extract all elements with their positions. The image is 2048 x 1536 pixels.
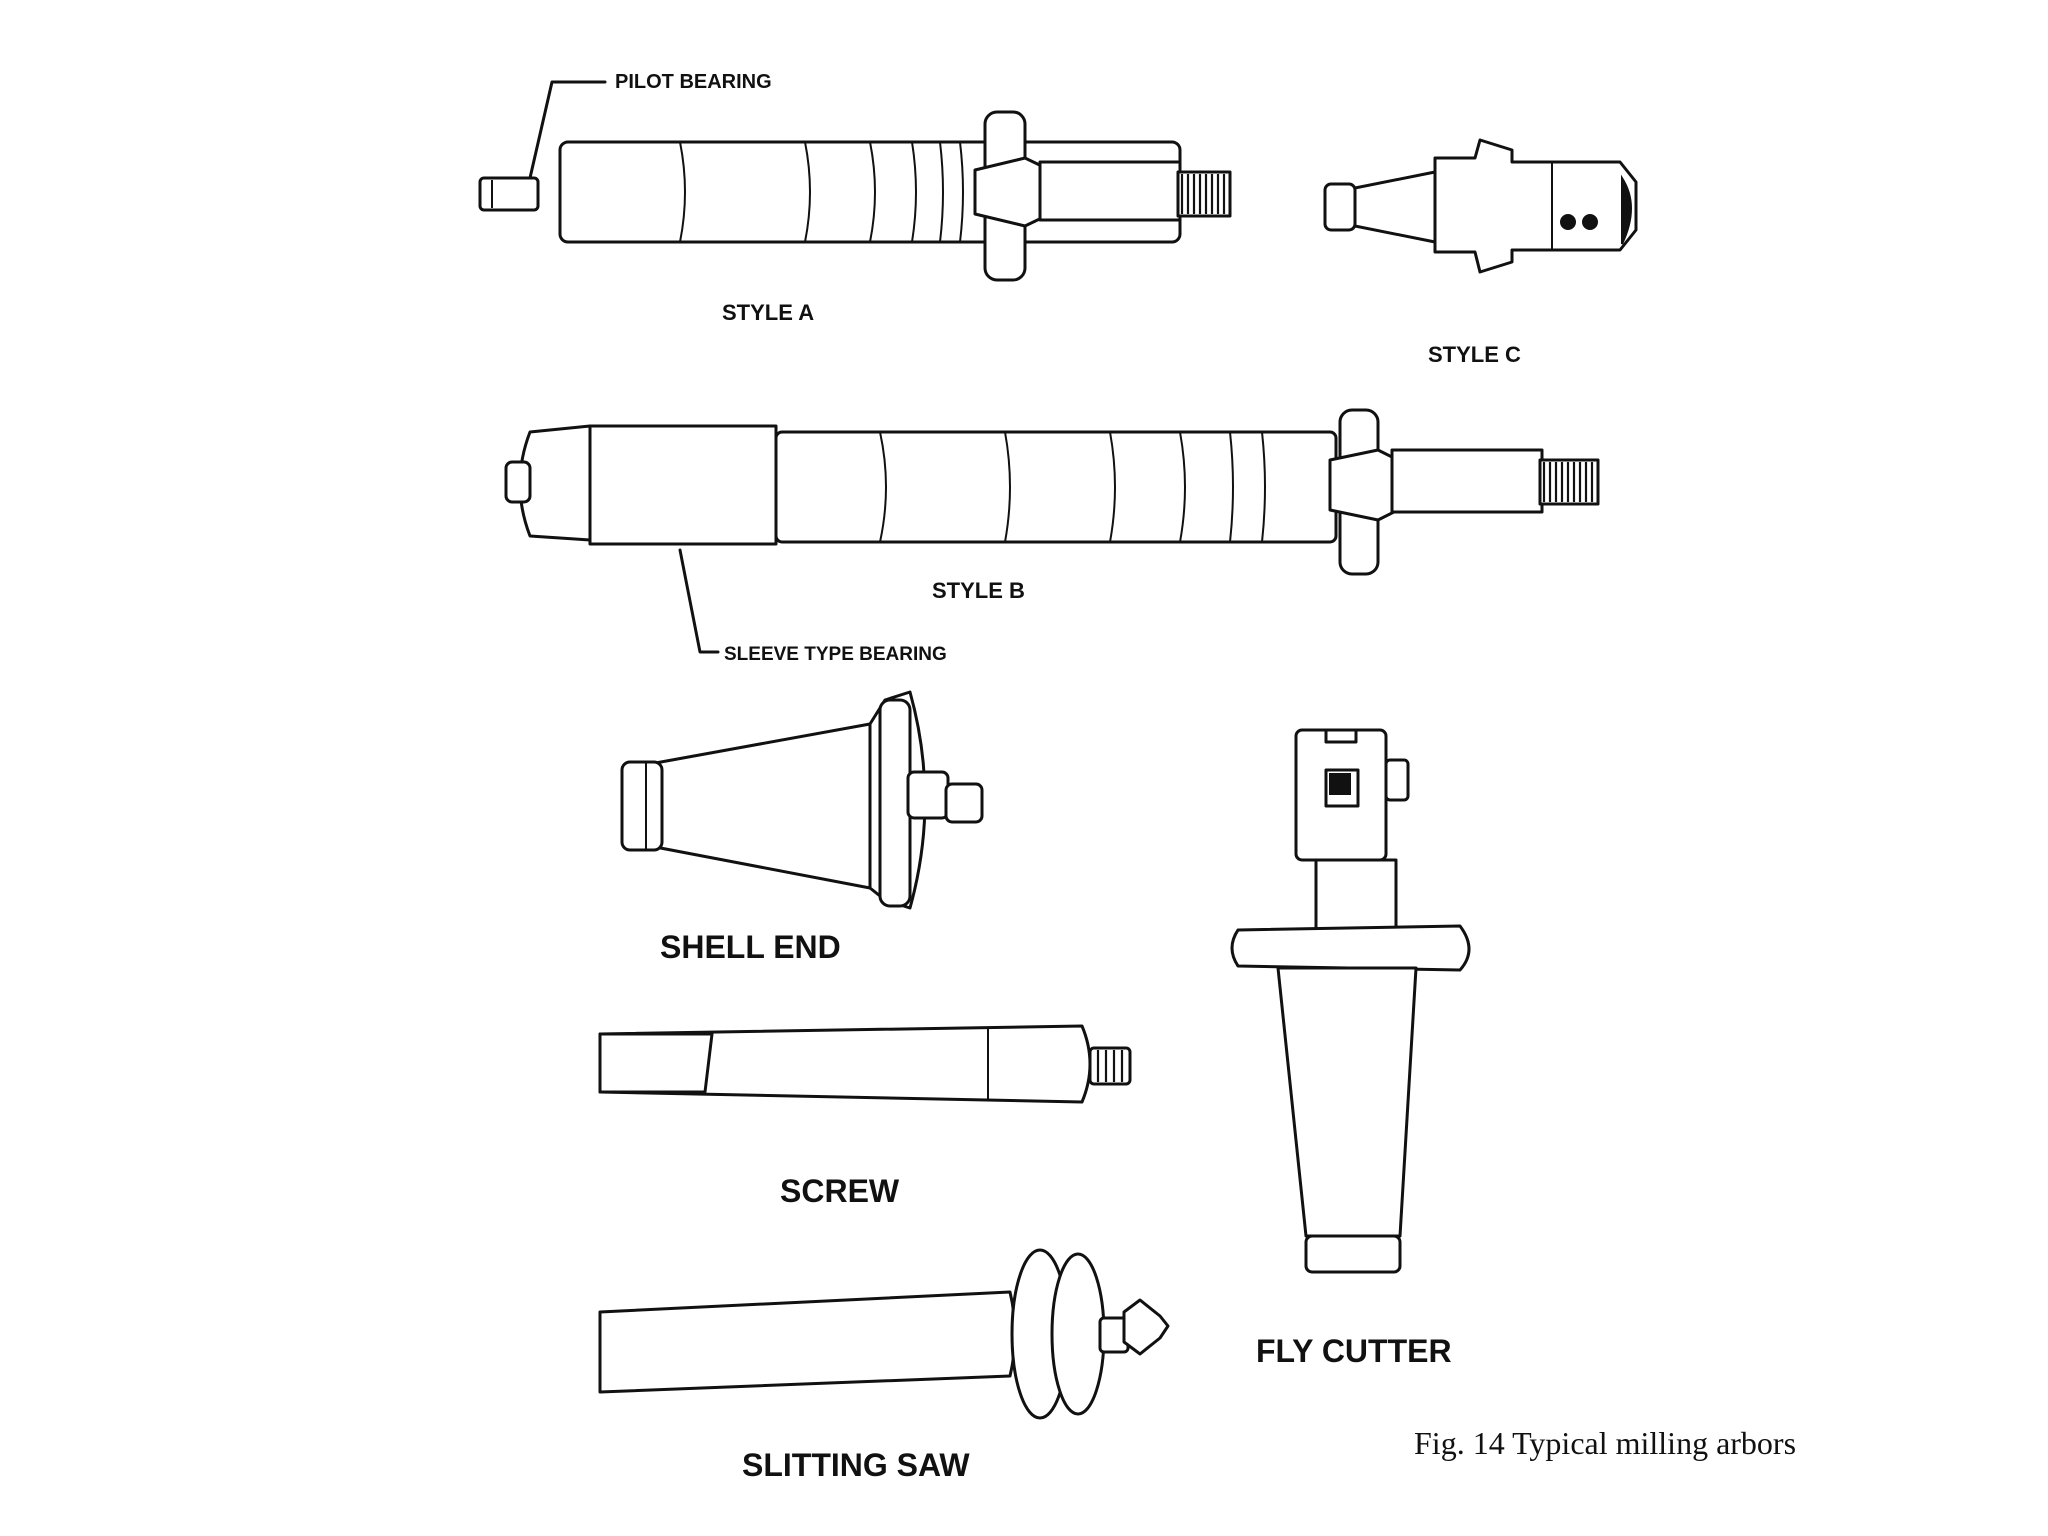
style-b-thread (1542, 462, 1594, 502)
style-c-label: STYLE C (1428, 342, 1521, 367)
pilot-bearing-label: PILOT BEARING (615, 71, 772, 93)
slitting-saw-label: SLITTING SAW (742, 1447, 970, 1483)
shell-end-label: SHELL END (660, 929, 841, 965)
screw-arbor-drawing (598, 1024, 1132, 1104)
sleeve-bearing-leader (678, 548, 720, 654)
sleeve-type-bearing-label: SLEEVE TYPE BEARING (724, 644, 947, 665)
screw-label: SCREW (780, 1173, 900, 1209)
fly-cutter-label: FLY CUTTER (1256, 1333, 1452, 1369)
style-b-arbor-drawing (504, 408, 1600, 576)
style-a-arbor-drawing (478, 110, 1232, 282)
slitting-saw-arbor-drawing (598, 1248, 1170, 1420)
style-a-thread (1180, 174, 1226, 214)
style-c-arbor-drawing (1323, 138, 1638, 274)
style-a-label: STYLE A (722, 300, 814, 325)
style-b-label: STYLE B (932, 578, 1025, 603)
pilot-bearing-leader (528, 80, 607, 180)
figure-caption: Fig. 14 Typical milling arbors (1414, 1425, 1796, 1461)
shell-end-arbor-drawing (620, 690, 984, 910)
fly-cutter-arbor-drawing (1230, 728, 1471, 1274)
